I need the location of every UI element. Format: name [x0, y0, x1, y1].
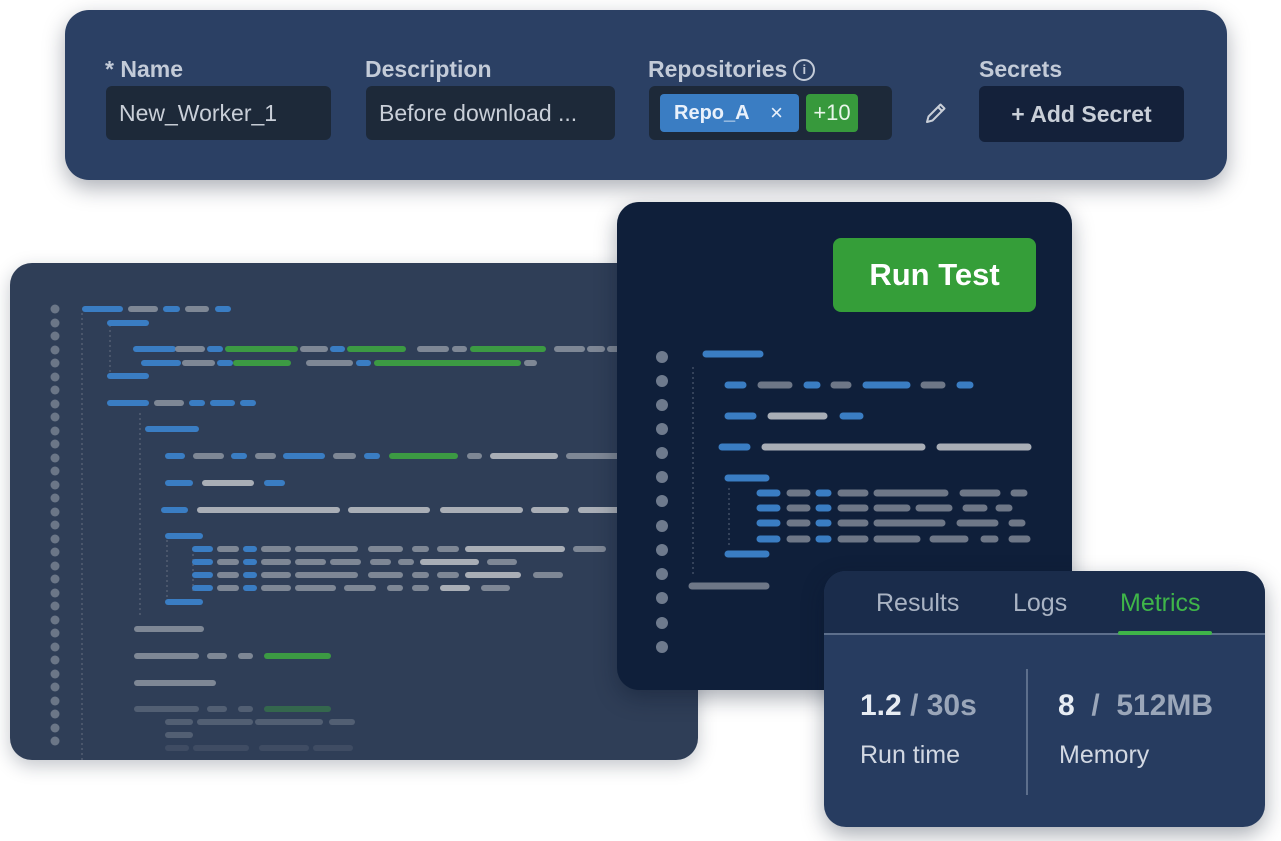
pencil-icon[interactable] [923, 100, 949, 126]
metric-divider [1026, 669, 1028, 795]
close-icon[interactable]: × [770, 100, 783, 125]
repositories-select[interactable]: Repo_A × +10 [649, 86, 892, 140]
run-time-label: Run time [860, 741, 961, 769]
name-input[interactable]: New_Worker_1 [106, 86, 331, 140]
repo-chip: Repo_A × [660, 94, 799, 132]
memory-value: 8 / 512MB [1058, 689, 1213, 723]
run-time-used: 1.2 [860, 689, 902, 722]
tab-results[interactable]: Results [876, 589, 960, 617]
tab-metrics[interactable]: Metrics [1120, 589, 1201, 617]
worker-form-card: * Name New_Worker_1 Description Before d… [65, 10, 1227, 180]
memory-label: Memory [1059, 741, 1150, 769]
description-label: Description [365, 56, 492, 82]
code-editor-panel [10, 263, 698, 760]
test-code-skeleton [656, 350, 1032, 653]
tab-logs[interactable]: Logs [1013, 589, 1068, 617]
description-input[interactable]: Before download ... [366, 86, 615, 140]
add-secret-button[interactable]: + Add Secret [979, 86, 1184, 142]
active-tab-indicator [1118, 631, 1212, 635]
repo-chip-label: Repo_A [674, 102, 750, 124]
memory-used: 8 [1058, 689, 1075, 722]
memory-separator: / [1091, 689, 1100, 722]
memory-limit: 512MB [1116, 689, 1214, 722]
run-time-limit: 30s [926, 689, 977, 722]
run-time-separator: / [910, 689, 919, 722]
repositories-label-text: Repositories [648, 56, 788, 82]
info-icon[interactable]: i [793, 59, 816, 81]
name-label: * Name [105, 56, 183, 82]
secrets-label: Secrets [979, 56, 1063, 82]
run-test-button[interactable]: Run Test [833, 238, 1036, 312]
more-repos-badge[interactable]: +10 [806, 94, 858, 132]
results-panel: Results Logs Metrics 1.2 / 30s Run time … [824, 571, 1265, 827]
results-tab-bar: Results Logs Metrics [824, 571, 1265, 635]
run-time-value: 1.2 / 30s [860, 689, 977, 723]
code-skeleton [50, 304, 698, 760]
